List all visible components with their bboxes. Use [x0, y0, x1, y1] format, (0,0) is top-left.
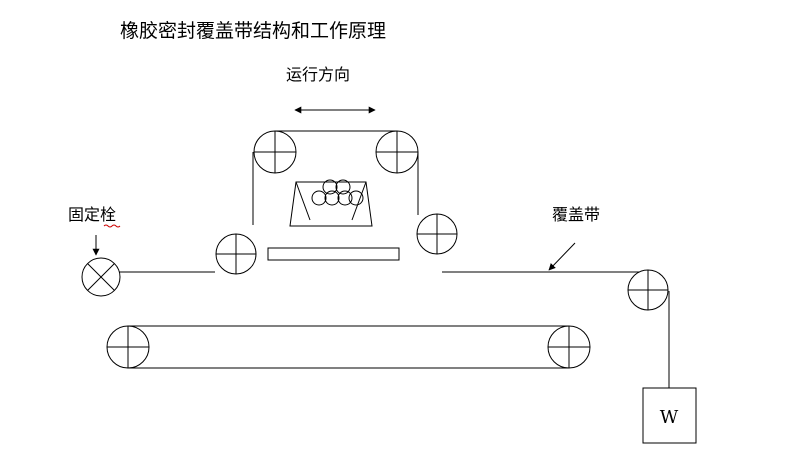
cover-belt-arrow: [548, 242, 576, 271]
weight-label: W: [660, 407, 679, 428]
pulley-top-right: [375, 130, 419, 174]
cover-belt-path: [118, 271, 670, 388]
pulley-lower-left: [106, 325, 150, 369]
spellcheck-squiggle: [103, 224, 121, 228]
pulley-top-left: [253, 130, 297, 174]
weight-box: [642, 387, 697, 444]
cover-belt-label: 覆盖带: [552, 205, 600, 224]
pulley-right-lift: [416, 213, 458, 255]
sealing-bar: [267, 247, 400, 261]
direction-label: 运行方向: [286, 65, 350, 84]
lower-belt: [128, 325, 569, 369]
diagram-title: 橡胶密封覆盖带结构和工作原理: [120, 20, 386, 42]
hopper: [289, 179, 373, 227]
roller-balls: [311, 179, 364, 206]
pulley-left-lift: [215, 233, 257, 275]
upper-belt: [252, 130, 419, 225]
fixed-pin-label: 固定栓: [68, 205, 116, 224]
pulley-lower-right: [547, 325, 591, 369]
pulley-weight: [627, 269, 669, 311]
fixed-pin-symbol: [81, 257, 121, 297]
